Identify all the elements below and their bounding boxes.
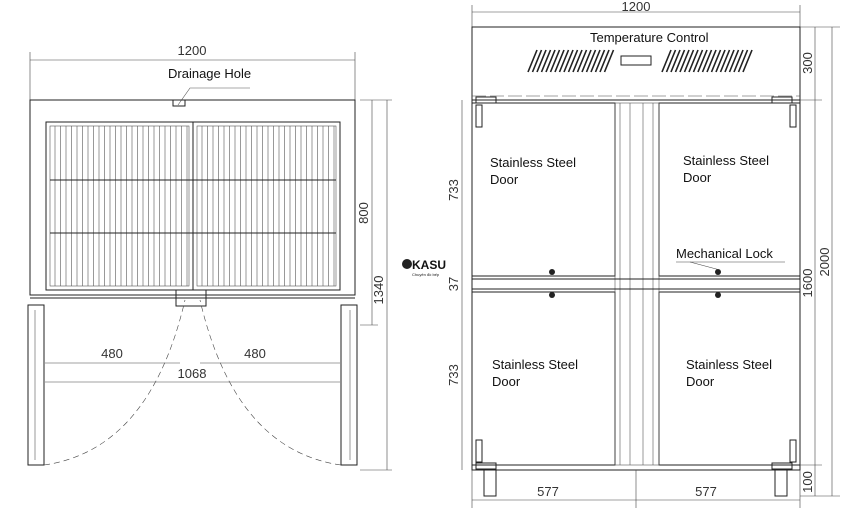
left-door-open (27, 304, 45, 466)
upper-door-dim: 733 (446, 179, 461, 201)
vent-slot (733, 49, 744, 73)
vent-slot (536, 49, 547, 73)
vent-slot (540, 49, 552, 73)
vent-slot (563, 49, 574, 73)
vent-slot (710, 49, 722, 73)
cabinet-outline (29, 99, 356, 296)
mechanical-lock-label: Mechanical Lock (676, 246, 773, 261)
vent-slot (567, 49, 579, 73)
lock-icon (549, 292, 555, 298)
top-section-dim: 300 (800, 52, 815, 74)
vent-slot (679, 49, 690, 73)
vent-slot (742, 49, 753, 73)
vent-slot (728, 49, 740, 73)
front-view: 1200 Temperature Control Mechanical Lock (446, 0, 840, 508)
vent-slot (674, 49, 686, 73)
left-swing-dim: 480 (101, 346, 123, 361)
drainage-hole-label: Drainage Hole (168, 66, 251, 81)
front-width-dim: 1200 (622, 0, 651, 14)
lock-icon (549, 269, 555, 275)
vent-slot (545, 49, 556, 73)
vent-slot (701, 49, 713, 73)
vent-slot (697, 49, 708, 73)
right-swing-dim: 480 (244, 346, 266, 361)
caster-right (774, 469, 788, 497)
svg-text:KASU: KASU (412, 258, 446, 272)
vent-slot (688, 49, 699, 73)
vent-slot (737, 49, 749, 73)
vent-slot (576, 49, 588, 73)
inner-width-dim: 1068 (178, 366, 207, 381)
bottom-right-dim: 577 (695, 484, 717, 499)
vent-slot (599, 49, 610, 73)
okasu-logo: KASU Chuyên đồ bếp (402, 258, 446, 277)
vent-slot (581, 49, 592, 73)
vent-slot (554, 49, 565, 73)
vent-slot (724, 49, 735, 73)
top-view: 1200 Drainage Hole 480 480 1068 (27, 43, 392, 471)
vent-slot (719, 49, 731, 73)
lower-door-dim: 733 (446, 364, 461, 386)
temperature-control-label: Temperature Control (590, 30, 709, 45)
lock-icon (715, 269, 721, 275)
gap-dim: 37 (446, 277, 461, 291)
vent-slot (683, 49, 695, 73)
vent-slot (594, 49, 606, 73)
shelf-grid (54, 126, 335, 286)
vent-slot (558, 49, 570, 73)
top-view-width-dim: 1200 (178, 43, 207, 58)
vent-slot (692, 49, 704, 73)
vent-slot (549, 49, 561, 73)
vent-grille (527, 49, 753, 73)
total-height-dim: 2000 (817, 248, 832, 277)
open-depth-dim: 1340 (371, 276, 386, 305)
body-height-dim: 1600 (800, 269, 815, 298)
vent-slot (603, 49, 615, 73)
caster-left (483, 469, 497, 497)
bottom-left-dim: 577 (537, 484, 559, 499)
lock-icon (715, 292, 721, 298)
vent-slot (670, 49, 681, 73)
vent-slot (572, 49, 583, 73)
vent-slot (527, 49, 538, 73)
depth-dim: 800 (356, 202, 371, 224)
leg-height-dim: 100 (800, 471, 815, 493)
vent-slot (665, 49, 677, 73)
svg-text:Chuyên đồ bếp: Chuyên đồ bếp (412, 272, 440, 277)
right-door-open (340, 304, 358, 466)
temperature-control-panel (620, 55, 652, 66)
vent-slot (715, 49, 726, 73)
vent-slot (531, 49, 543, 73)
vent-slot (661, 49, 672, 73)
vent-slot (706, 49, 717, 73)
vent-slot (585, 49, 597, 73)
vent-slot (590, 49, 601, 73)
